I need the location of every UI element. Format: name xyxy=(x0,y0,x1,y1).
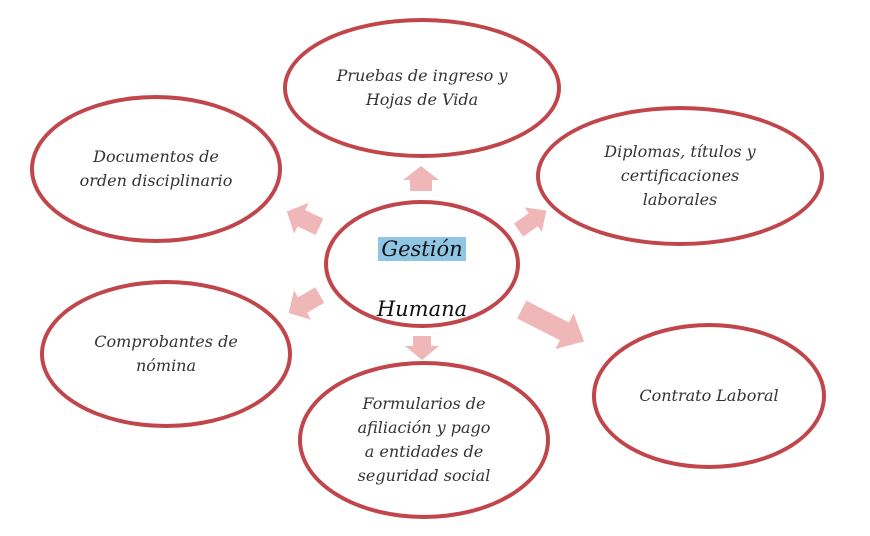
arrow-to-diplomas xyxy=(513,207,547,237)
node-formularios-label: Formularios de afiliación y pago a entid… xyxy=(357,394,491,485)
center-label: Gestión Humana xyxy=(377,204,467,324)
node-formularios: Formularios de afiliación y pago a entid… xyxy=(298,361,550,519)
arrow-to-documentos xyxy=(286,202,324,235)
node-gestion-humana: Gestión Humana xyxy=(324,200,520,328)
center-label-second-line: Humana xyxy=(376,297,468,321)
arrow-to-contrato xyxy=(517,300,585,350)
center-label-highlighted: Gestión xyxy=(378,237,466,261)
node-diplomas: Diplomas, títulos y certificaciones labo… xyxy=(536,106,824,246)
arrow-to-comprobantes xyxy=(288,287,325,320)
node-contrato: Contrato Laboral xyxy=(592,323,826,469)
node-pruebas-label: Pruebas de ingreso y Hojas de Vida xyxy=(336,66,508,109)
node-documentos: Documentos de orden disciplinario xyxy=(30,95,282,243)
arrow-to-pruebas xyxy=(403,166,439,191)
node-documentos-label: Documentos de orden disciplinario xyxy=(79,147,233,190)
node-contrato-label: Contrato Laboral xyxy=(639,386,779,405)
node-comprobantes: Comprobantes de nómina xyxy=(40,280,292,428)
node-pruebas: Pruebas de ingreso y Hojas de Vida xyxy=(283,18,561,158)
node-diplomas-label: Diplomas, títulos y certificaciones labo… xyxy=(604,142,756,209)
arrow-to-formularios xyxy=(405,336,439,360)
node-comprobantes-label: Comprobantes de nómina xyxy=(94,332,238,375)
